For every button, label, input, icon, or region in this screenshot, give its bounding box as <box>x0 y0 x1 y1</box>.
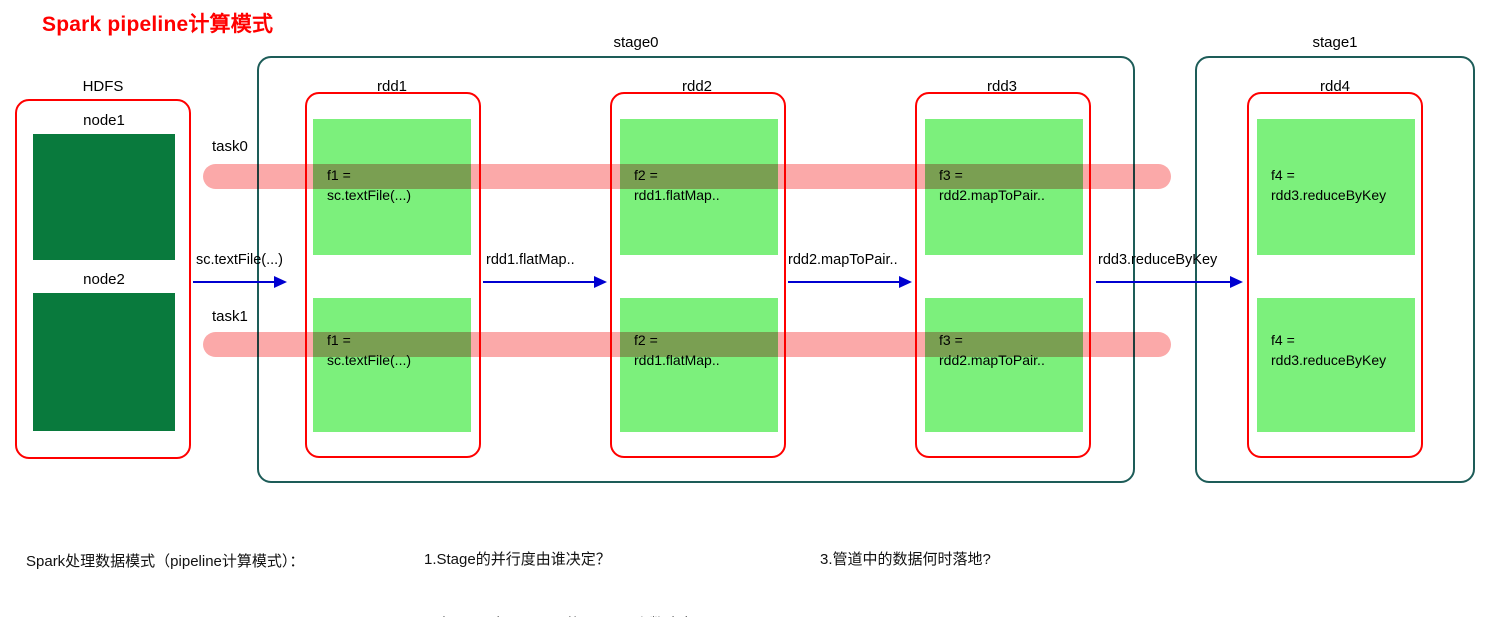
arrow-label-maptopair: rdd2.mapToPair.. <box>788 252 898 268</box>
note-right-line2: 1).shuffle write <box>820 614 991 617</box>
rdd1-partition-0-expr: sc.textFile(...) <box>327 187 412 203</box>
stage1-container <box>1195 56 1475 483</box>
rdd4-container <box>1247 92 1423 458</box>
arrow-label-flatmap: rdd1.flatMap.. <box>486 252 575 268</box>
note-middle-line1: 1.Stage的并行度由谁决定？ <box>424 551 611 568</box>
rdd1-container <box>305 92 481 458</box>
rdd2-partition-0-expr: rdd1.flatMap.. <box>634 187 720 203</box>
node2-label: node2 <box>83 271 125 288</box>
rdd1-partition-1: f1 = sc.textFile(...) <box>313 298 471 432</box>
note-left-line1: Spark处理数据模式（pipeline计算模式）： <box>26 553 305 570</box>
arrow-rdd1-to-rdd2 <box>483 276 607 288</box>
task1-label: task1 <box>212 308 248 325</box>
arrow-label-reducebykey: rdd3.reduceByKey <box>1098 252 1218 268</box>
rdd4-label: rdd4 <box>1319 78 1351 95</box>
rdd4-partition-1: f4 = rdd3.reduceByKey <box>1257 298 1415 432</box>
hdfs-label: HDFS <box>82 78 124 95</box>
rdd4-partition-0-text: f4 = rdd3.reduceByKey <box>1271 165 1386 205</box>
stage1-label: stage1 <box>1312 34 1358 51</box>
arrow-rdd3-to-rdd4 <box>1096 276 1243 288</box>
rdd3-partition-0-expr: rdd2.mapToPair.. <box>939 187 1045 203</box>
node2-block <box>33 293 175 431</box>
task0-pipeline-bar <box>203 164 1171 189</box>
rdd3-label: rdd3 <box>986 78 1018 95</box>
arrow-label-sc-textfile: sc.textFile(...) <box>196 252 284 268</box>
rdd2-partition-1: f2 = rdd1.flatMap.. <box>620 298 778 432</box>
rdd2-label: rdd2 <box>681 78 713 95</box>
rdd4-partition-0-expr: rdd3.reduceByKey <box>1271 187 1387 203</box>
note-right-line1: 3.管道中的数据何时落地? <box>820 551 991 568</box>
rdd4-partition-1-expr: rdd3.reduceByKey <box>1271 352 1387 368</box>
note-middle-line2: 由Stage中finalRDD的partition个数决定。 <box>424 614 710 617</box>
stage0-label: stage0 <box>613 34 659 51</box>
arrow-rdd2-to-rdd3 <box>788 276 912 288</box>
rdd3-partition-1: f3 = rdd2.mapToPair.. <box>925 298 1083 432</box>
note-middle: 1.Stage的并行度由谁决定？ 由Stage中finalRDD的partiti… <box>424 506 709 617</box>
task0-label: task0 <box>212 138 248 155</box>
rdd4-partition-0-fn: f4 = <box>1271 167 1295 183</box>
rdd2-container <box>610 92 786 458</box>
rdd1-label: rdd1 <box>376 78 408 95</box>
rdd3-container <box>915 92 1091 458</box>
note-right: 3.管道中的数据何时落地? 1).shuffle write 2).对RDD进行… <box>820 506 991 617</box>
page-title: Spark pipeline计算模式 <box>42 13 274 36</box>
node1-label: node1 <box>83 112 125 129</box>
task1-pipeline-bar <box>203 332 1171 357</box>
stage0-container <box>257 56 1135 483</box>
rdd4-partition-1-fn: f4 = <box>1271 332 1295 348</box>
node1-block <box>33 134 175 260</box>
note-left: Spark处理数据模式（pipeline计算模式）： f3(f2(f1(sc.t… <box>26 508 358 617</box>
arrow-hdfs-to-rdd1 <box>193 276 287 288</box>
hdfs-container <box>15 99 191 459</box>
rdd4-partition-0: f4 = rdd3.reduceByKey <box>1257 119 1415 255</box>
rdd4-partition-1-text: f4 = rdd3.reduceByKey <box>1271 330 1386 370</box>
